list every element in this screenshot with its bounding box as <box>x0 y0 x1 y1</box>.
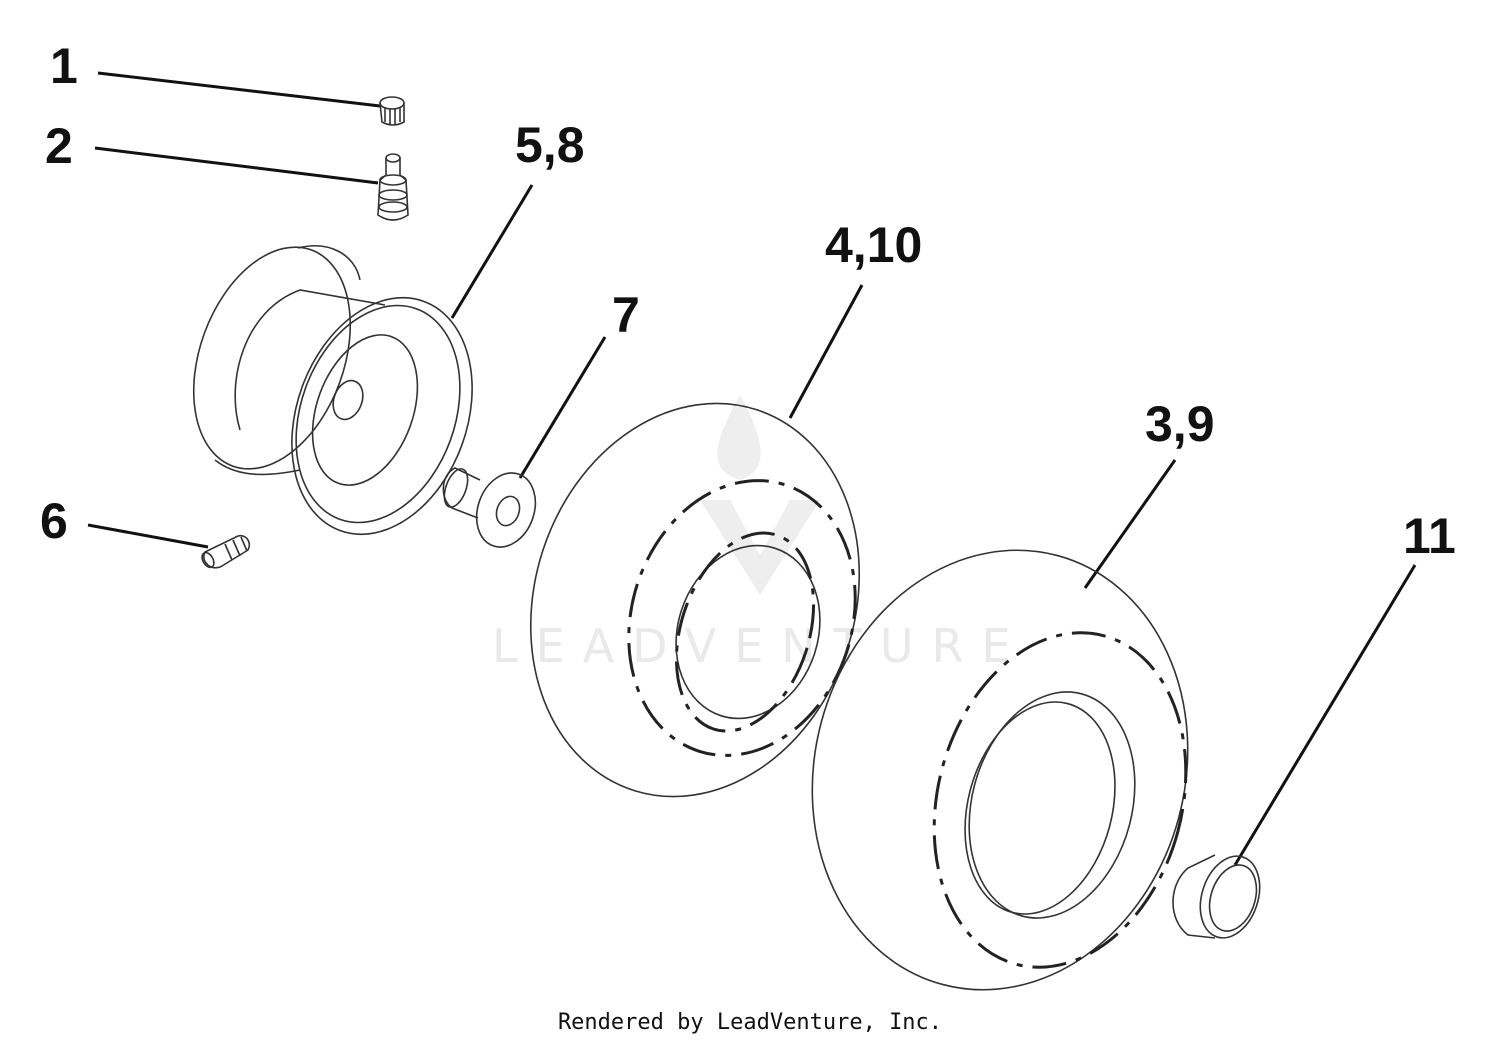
valve-cap-part <box>379 96 405 126</box>
callout-6: 6 <box>40 493 68 549</box>
bushing-part <box>442 467 537 548</box>
hub-cap-part <box>1172 854 1261 939</box>
watermark-logo <box>700 395 820 595</box>
tire-front-part <box>529 402 861 798</box>
valve-stem-part <box>377 153 409 221</box>
tire-rear-part <box>811 549 1189 991</box>
callout-11: 11 <box>1403 508 1456 564</box>
render-credit: Rendered by LeadVenture, Inc. <box>557 1010 943 1035</box>
watermark-text: LEADVENTURE <box>492 619 1029 673</box>
callout-4-10: 4,10 <box>825 217 922 273</box>
callout-7: 7 <box>612 287 640 343</box>
grease-fitting-part <box>201 534 251 569</box>
callout-5-8: 5,8 <box>515 117 585 173</box>
leader-lines <box>87 71 1417 866</box>
callout-1: 1 <box>50 38 78 94</box>
callout-3-9: 3,9 <box>1145 396 1215 452</box>
callout-2: 2 <box>45 118 73 174</box>
wheel-rim-part <box>192 245 473 536</box>
